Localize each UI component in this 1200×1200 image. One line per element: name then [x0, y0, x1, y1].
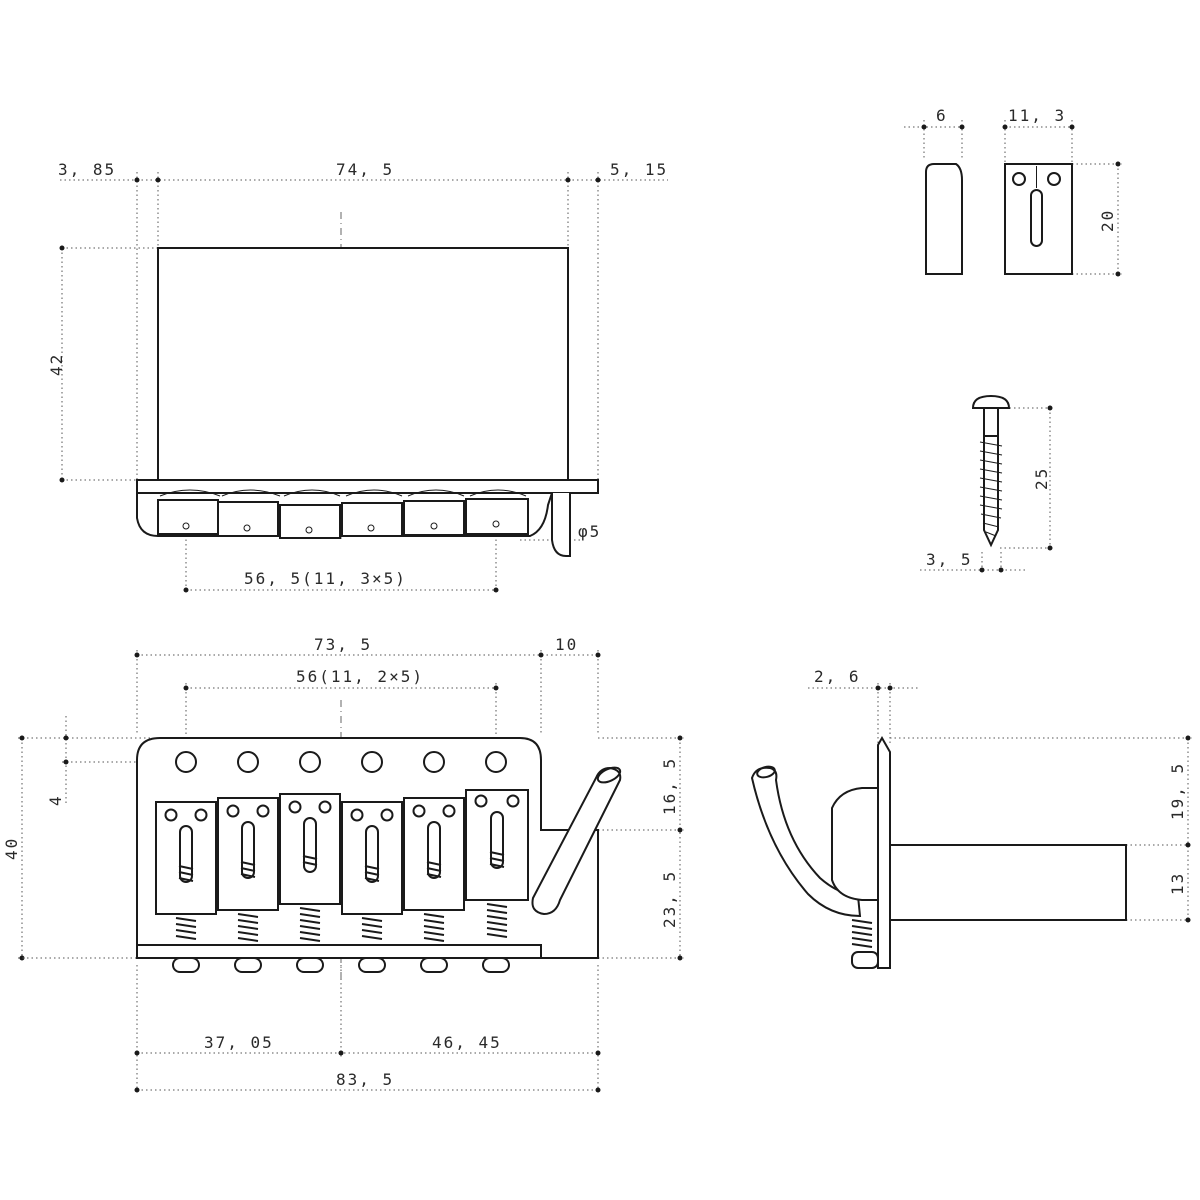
intonation-spring-icon	[361, 917, 383, 940]
tremolo-arm-icon	[531, 766, 622, 916]
top-view: 3, 85 74, 5 5, 15 42 56, 5(11, 3×5) φ5	[47, 160, 668, 593]
front-saddles	[155, 789, 529, 915]
mounting-screw-icon: 25 3, 5	[920, 394, 1054, 574]
side-upper-height-label: 19, 5	[1168, 762, 1187, 820]
front-center-to-right-label: 46, 45	[432, 1033, 502, 1052]
intonation-spring-icon	[423, 913, 445, 942]
screw-diameter-label: 3, 5	[926, 550, 973, 569]
front-upper-height-label: 16, 5	[660, 757, 679, 815]
intonation-spring-icon	[237, 913, 259, 942]
arm-diameter-label: φ5	[578, 522, 601, 541]
side-saddle-block	[831, 787, 879, 901]
string-holes	[175, 751, 507, 773]
top-saddle-5	[403, 500, 465, 536]
top-plate-width-label: 74, 5	[336, 160, 394, 179]
front-plate-width-label: 73, 5	[314, 635, 372, 654]
saddle-detail: 6 11, 3 20	[904, 106, 1122, 277]
intonation-spring-icon	[175, 917, 197, 940]
front-view: 73, 5 10 56(11, 2×5) 4 40 16, 5 23, 5 37…	[2, 635, 684, 1095]
top-view-dimensions	[59, 172, 668, 593]
saddle-front-icon	[1004, 163, 1073, 275]
top-saddles	[157, 489, 529, 539]
top-saddle-span-label: 56, 5(11, 3×5)	[244, 569, 407, 588]
screw-dimensions	[920, 405, 1054, 574]
saddle-icon	[217, 797, 279, 911]
front-edge-offset-label: 4	[46, 794, 65, 806]
top-base-plate	[136, 479, 599, 494]
saddle-thickness-label: 6	[936, 106, 948, 125]
saddle-icon	[341, 801, 403, 915]
top-right-offset-label: 5, 15	[610, 160, 668, 179]
saddle-side-icon	[925, 163, 963, 275]
intonation-spring-icon	[851, 919, 873, 948]
saddle-icon	[155, 801, 217, 915]
intonation-spring-icon	[299, 907, 321, 942]
front-base-strip	[136, 944, 542, 959]
top-saddle-2	[217, 501, 279, 537]
top-plate-height-label: 42	[47, 353, 66, 376]
side-base-plate	[877, 735, 891, 969]
front-hole-span-label: 56(11, 2×5)	[296, 667, 424, 686]
side-view: 2, 6 19, 5 13	[750, 667, 1192, 969]
front-left-to-center-label: 37, 05	[204, 1033, 274, 1052]
saddle-icon	[403, 797, 465, 911]
front-view-dimensions	[18, 650, 684, 1095]
side-arm-icon	[750, 766, 862, 918]
saddle-icon	[279, 793, 341, 905]
intonation-spring-icon	[486, 903, 508, 938]
front-arm-offset-label: 10	[555, 635, 578, 654]
tremolo-arm-top-stub	[551, 493, 571, 557]
saddle-detail-dimensions	[904, 120, 1122, 277]
top-saddle-1	[157, 499, 219, 535]
saddle-width-label: 11, 3	[1008, 106, 1066, 125]
front-height-label: 40	[2, 837, 21, 860]
side-sustain-block	[889, 844, 1127, 921]
saddle-length-label: 20	[1098, 209, 1117, 232]
front-lower-height-label: 23, 5	[660, 870, 679, 928]
saddle-icon	[465, 789, 529, 901]
side-screw-head	[851, 951, 879, 969]
top-left-offset-label: 3, 85	[58, 160, 116, 179]
sustain-block	[157, 247, 569, 481]
side-block-height-label: 13	[1168, 872, 1187, 895]
screw-length-label: 25	[1032, 467, 1051, 490]
side-plate-thickness-label: 2, 6	[814, 667, 861, 686]
side-view-dimensions	[808, 683, 1192, 923]
front-total-width-label: 83, 5	[336, 1070, 394, 1089]
saddle-screw-heads	[172, 957, 510, 973]
intonation-springs	[175, 903, 508, 942]
top-saddle-6	[465, 498, 529, 535]
